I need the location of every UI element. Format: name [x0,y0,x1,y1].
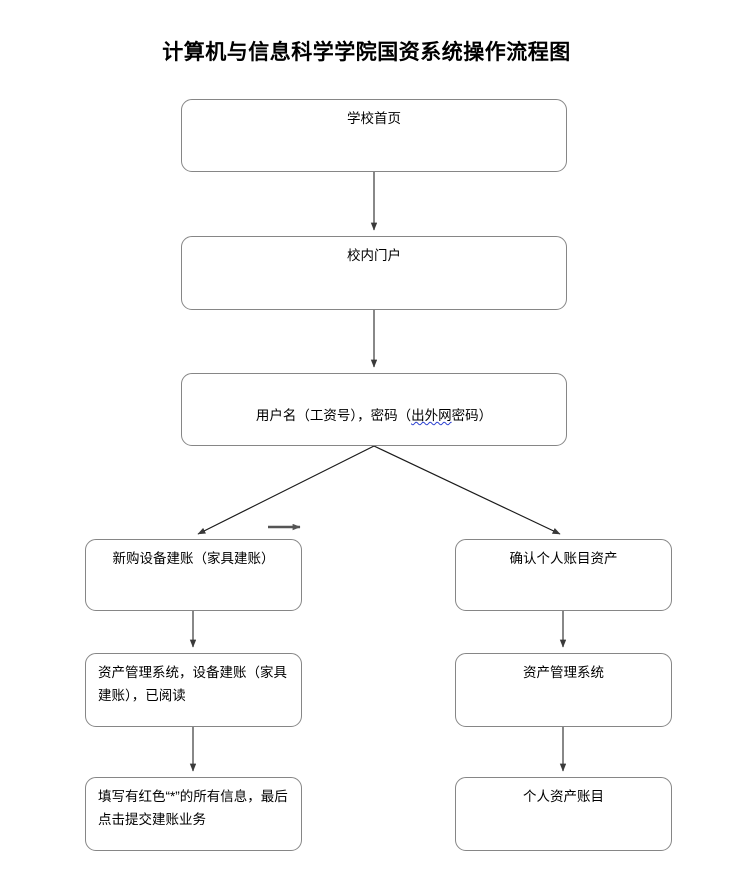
edge-login-credentials-to-new-equipment-account [197,445,375,535]
node-campus-portal[interactable]: 校内门户 [181,236,567,310]
node-asset-system-equipment[interactable]: 资产管理系统，设备建账（家具建账），已阅读 [85,653,302,727]
node-label: 填写有红色“*”的所有信息，最后点击提交建账业务 [98,789,288,827]
node-label-suffix: 密码） [451,408,493,423]
node-new-equipment-account[interactable]: 新购设备建账（家具建账） [85,539,302,611]
node-asset-management-system[interactable]: 资产管理系统 [455,653,672,727]
node-label-prefix: 用户名（工资号），密码（ [255,408,412,423]
node-label: 学校首页 [347,111,401,126]
node-login-credentials[interactable]: 用户名（工资号），密码（出外网密码） [181,373,567,446]
node-confirm-personal-assets[interactable]: 确认个人账目资产 [455,539,672,611]
node-label: 资产管理系统 [523,665,604,680]
node-label: 资产管理系统，设备建账（家具建账），已阅读 [98,665,287,703]
node-label: 新购设备建账（家具建账） [112,551,275,566]
page-title: 计算机与信息科学学院国资系统操作流程图 [162,40,571,64]
edge-login-credentials-to-confirm-personal-assets [373,445,561,535]
node-label: 用户名（工资号），密码（出外网密码） [192,381,556,427]
node-fill-required-fields[interactable]: 填写有红色“*”的所有信息，最后点击提交建账业务 [85,777,302,851]
node-label-spellchecked-term: 出外网 [411,408,452,423]
node-label: 校内门户 [347,248,401,263]
node-label: 个人资产账目 [523,789,604,804]
node-label: 确认个人账目资产 [509,551,618,566]
node-school-homepage[interactable]: 学校首页 [181,99,567,172]
node-personal-asset-ledger[interactable]: 个人资产账目 [455,777,672,851]
